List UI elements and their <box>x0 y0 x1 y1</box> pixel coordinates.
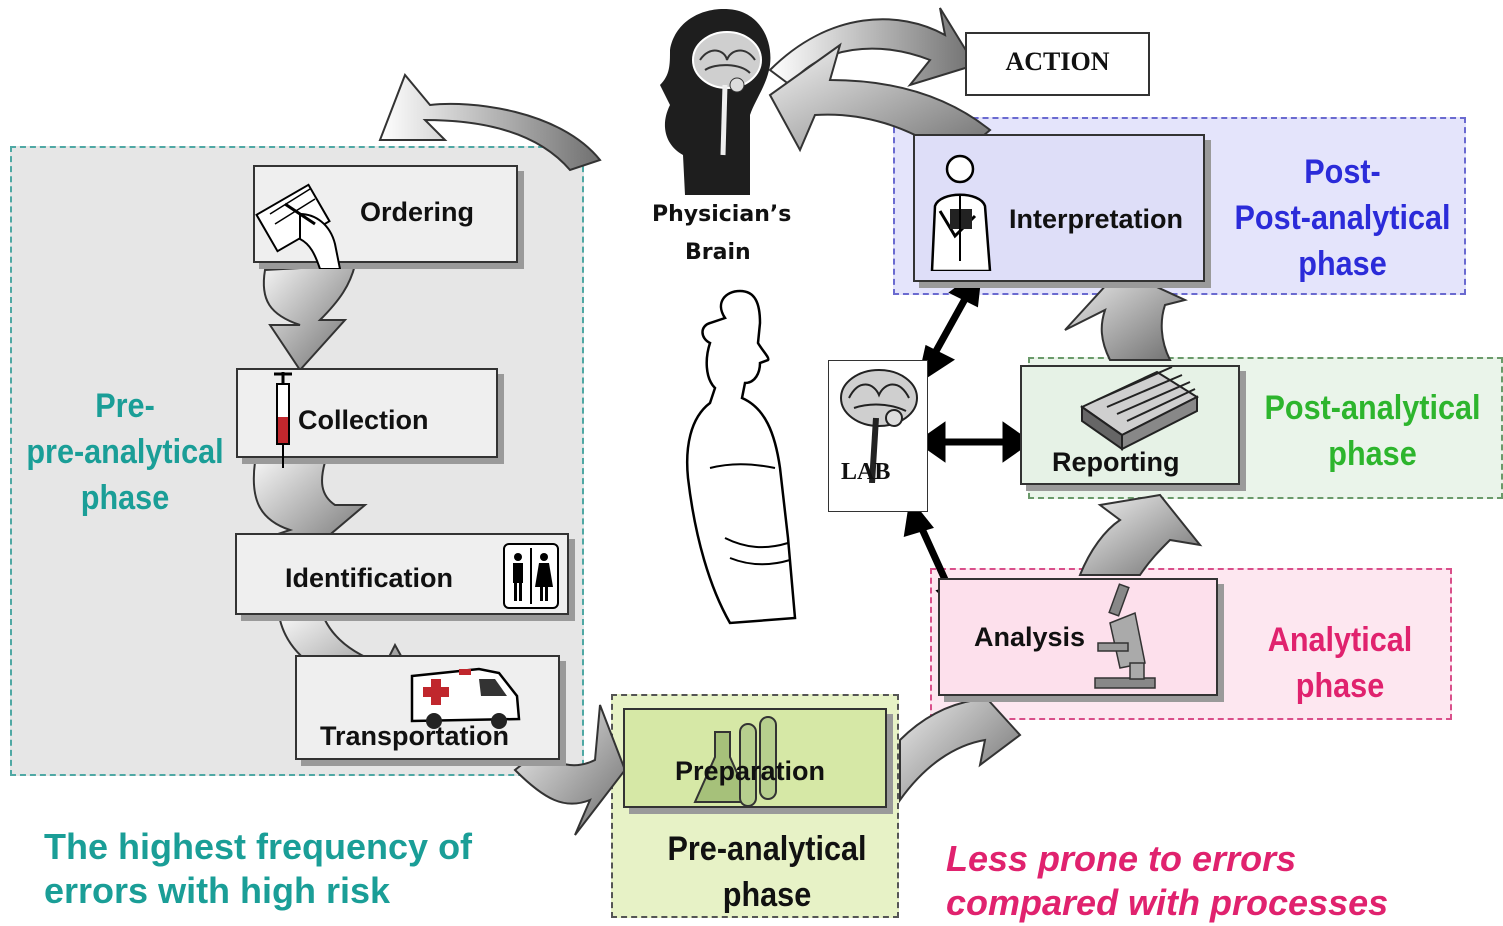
arrow-reporting-to-interpretation <box>1064 268 1188 361</box>
syringe-icon <box>274 372 292 468</box>
clipboard-writing-icon <box>255 183 342 269</box>
arrow-analysis-to-reporting <box>1078 493 1203 576</box>
right-note-line2: compared with processes <box>946 882 1389 923</box>
left-note-line1: The highest frequency of <box>44 826 473 867</box>
identification-box: Identification <box>235 533 569 615</box>
reporting-label: Reporting <box>1052 447 1180 477</box>
transportation-box: Transportation <box>295 655 560 760</box>
doctor-reading-icon <box>930 154 992 271</box>
lab-label: LAB <box>841 459 891 485</box>
pre-pre-analytical-label: Pre- pre-analytical phase <box>17 383 233 521</box>
analytical-label: Analytical phase <box>1237 617 1444 709</box>
pre-pre-line2: pre-analytical <box>26 433 224 471</box>
analytical-line2: phase <box>1295 667 1385 705</box>
pre-line2: phase <box>722 876 812 914</box>
arrow-preparation-to-analysis <box>899 679 1022 804</box>
arrow-to-brain-left <box>378 73 602 172</box>
identification-label: Identification <box>285 563 453 593</box>
interpretation-label: Interpretation <box>1009 204 1184 234</box>
transportation-label: Transportation <box>320 721 510 751</box>
lab-box: LAB <box>828 360 928 512</box>
test-tubes-flask-icon <box>693 716 777 807</box>
interpretation-box: Interpretation <box>913 134 1205 282</box>
pre-pre-line1: Pre- <box>95 387 155 425</box>
pre-line1: Pre-analytical <box>667 830 867 868</box>
post-analytical-label: Post-analytical phase <box>1253 385 1492 477</box>
microscope-icon <box>1094 583 1156 689</box>
brain-label-line1: Physician’s <box>652 202 792 227</box>
report-stack-icon <box>1080 367 1200 451</box>
person-outline-icon <box>685 289 797 625</box>
analysis-label: Analysis <box>974 622 1086 652</box>
pre-analytical-label: Pre-analytical phase <box>646 826 889 918</box>
brain-label-line2: Brain <box>685 240 751 265</box>
post-post-line2: Post-analytical <box>1234 199 1451 237</box>
post-post-line3: phase <box>1298 245 1387 283</box>
lab-brain-icon <box>840 369 918 483</box>
post-line2: phase <box>1328 435 1417 473</box>
reporting-box: Reporting <box>1020 365 1240 485</box>
action-label: ACTION <box>1005 47 1110 76</box>
analytical-line1: Analytical <box>1267 621 1413 659</box>
collection-box: Collection <box>236 368 498 468</box>
post-post-analytical-label: Post- Post-analytical phase <box>1223 149 1462 287</box>
right-note-line1: Less prone to errors <box>946 838 1297 879</box>
lab-interpretation-arrow <box>916 267 983 385</box>
ordering-label: Ordering <box>360 197 475 227</box>
post-post-line1: Post- <box>1304 153 1381 191</box>
action-box: ACTION <box>965 32 1150 96</box>
physician-head-icon <box>660 9 771 195</box>
arrow-interpretation-to-brain <box>768 42 992 162</box>
lab-reporting-arrow <box>915 421 1033 463</box>
pre-pre-line3: phase <box>80 479 170 517</box>
ordering-box: Ordering <box>253 165 518 269</box>
restroom-sign-icon <box>503 543 559 609</box>
left-note-line2: errors with high risk <box>44 870 391 911</box>
preparation-label: Preparation <box>675 756 826 786</box>
ambulance-icon <box>410 667 521 729</box>
preparation-box: Preparation <box>623 708 887 808</box>
arrow-ordering-to-collection <box>262 263 357 372</box>
collection-label: Collection <box>298 405 429 435</box>
analysis-box: Analysis <box>938 578 1218 696</box>
post-line1: Post-analytical <box>1264 389 1481 427</box>
